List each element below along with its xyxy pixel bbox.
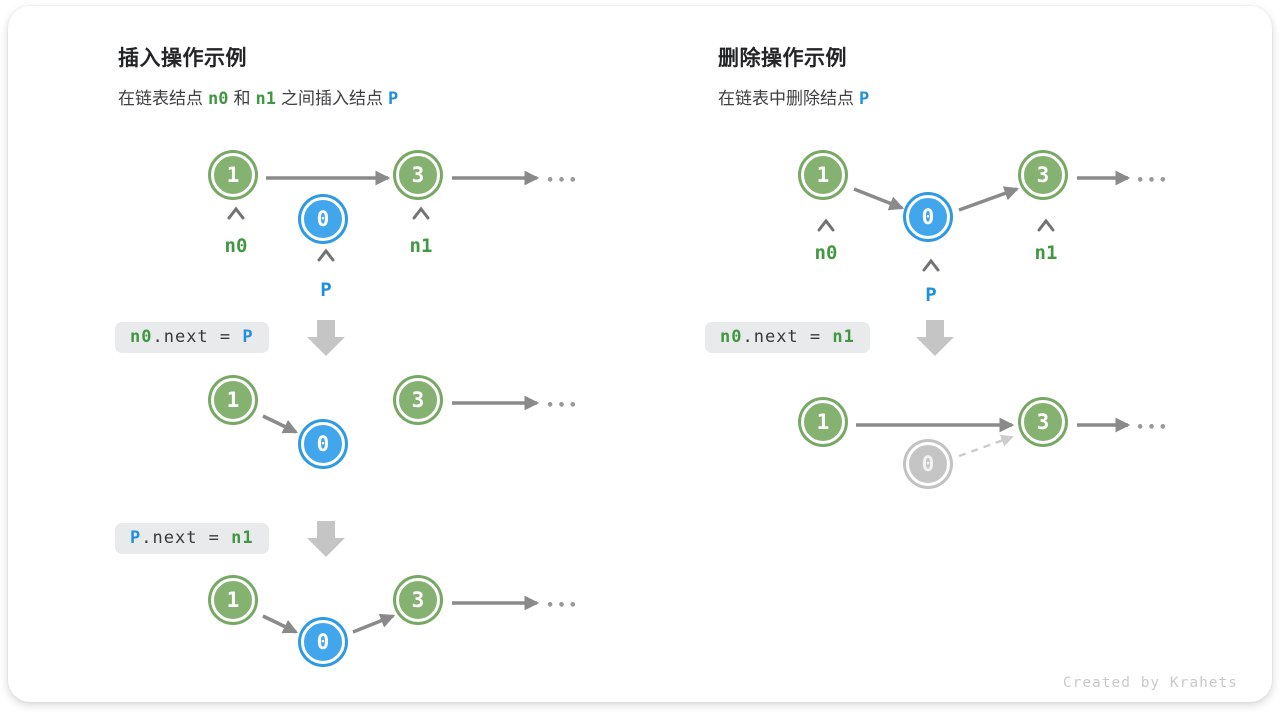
credit-watermark: Created by Krahets: [1062, 675, 1238, 691]
list-node-p: 0: [301, 197, 345, 241]
ellipsis: •••: [546, 173, 580, 189]
code-rhs: P: [242, 327, 254, 347]
code-mid: .next =: [141, 528, 232, 548]
code-lhs: n0: [720, 327, 743, 347]
list-node-1: 1: [801, 153, 845, 197]
pointer-label-n1: n1: [409, 235, 433, 257]
subtitle-text: 在链表中删除结点: [718, 89, 854, 108]
ellipsis: •••: [546, 398, 580, 414]
pointer-label-p: P: [320, 279, 332, 301]
delete-panel-title: 删除操作示例: [718, 47, 847, 70]
code-box-delete-1: n0.next = n1: [705, 322, 870, 353]
pointer-label-n0: n0: [224, 235, 248, 257]
code-rhs: n1: [832, 327, 855, 347]
background-card: [8, 6, 1272, 702]
list-node-p: 0: [301, 422, 345, 466]
list-node-p: 0: [906, 195, 950, 239]
subtitle-var-p: P: [859, 89, 870, 109]
list-node-1: 1: [211, 578, 255, 622]
list-node-1: 1: [211, 378, 255, 422]
pointer-label-p: P: [925, 284, 937, 306]
list-node-3: 3: [1021, 153, 1065, 197]
subtitle-var-p: P: [387, 89, 399, 109]
pointer-label-n1: n1: [1034, 242, 1058, 264]
code-rhs: n1: [231, 528, 254, 548]
list-node-3: 3: [396, 378, 440, 422]
list-node-3: 3: [1021, 400, 1065, 444]
subtitle-var-n0: n0: [208, 89, 229, 109]
pointer-label-n0: n0: [814, 242, 838, 264]
list-node-3: 3: [396, 153, 440, 197]
list-node-1: 1: [211, 153, 255, 197]
code-box-insert-2: P.next = n1: [115, 523, 269, 554]
code-mid: .next =: [742, 327, 833, 347]
delete-panel-subtitle: 在链表中删除结点 P: [718, 84, 874, 109]
insert-panel-title: 插入操作示例: [118, 47, 247, 70]
subtitle-text: 之间插入结点: [280, 89, 383, 108]
code-mid: .next =: [152, 327, 243, 347]
list-node-p-removed: 0: [906, 442, 950, 486]
list-node-p: 0: [301, 620, 345, 664]
list-node-3: 3: [396, 578, 440, 622]
code-lhs: n0: [130, 327, 153, 347]
code-lhs: P: [130, 528, 142, 548]
subtitle-var-n1: n1: [255, 89, 276, 109]
code-box-insert-1: n0.next = P: [115, 322, 269, 353]
ellipsis: •••: [1136, 420, 1170, 436]
ellipsis: •••: [1136, 173, 1170, 189]
ellipsis: •••: [546, 598, 580, 614]
subtitle-text: 在链表结点: [118, 89, 203, 108]
subtitle-text: 和: [233, 89, 251, 108]
list-node-1: 1: [801, 400, 845, 444]
